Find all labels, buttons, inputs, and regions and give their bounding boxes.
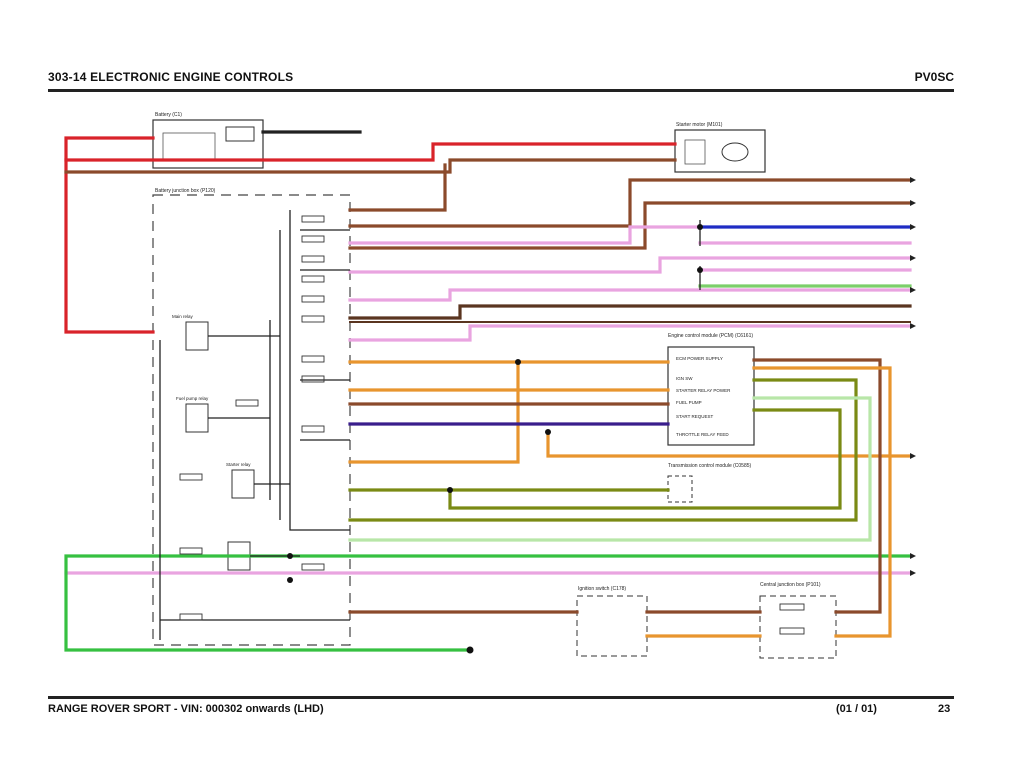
starter-motor-label: Starter motor (M101) [676,122,723,128]
starter-relay-box [231,469,255,499]
wire-pink-6 [348,324,912,342]
wire-pink-5 [348,288,912,302]
wire-black-1 [289,210,350,531]
main-relay-box [185,321,209,351]
battery-label: Battery (C1) [155,112,182,118]
wire-darkbrown-1 [348,304,912,320]
fuel-pump-relay-label: Fuel pump relay [176,396,209,401]
wire-olive-3 [348,378,858,522]
arrow-5 [910,287,916,293]
arrow-1 [910,177,916,183]
battery-box [152,119,264,169]
junction-dot-7 [287,577,293,583]
bjb-label: Battery junction box (P120) [155,188,216,194]
fuse-9 [301,425,325,433]
wire-brown-starter [64,158,677,174]
fuse-cjb-2 [779,627,805,635]
ignition-switch-label: Ignition switch (C178) [578,586,626,592]
wire-pink-1 [348,225,702,245]
header-rule [48,89,954,92]
battery-fuse-box [162,132,216,162]
tcm-label: Transmission control module (C0585) [668,463,752,469]
fuse-7 [301,355,325,363]
fuse-5 [301,295,325,303]
arrow-3 [910,224,916,230]
page-title: 303-14 ELECTRONIC ENGINE CONTROLS [48,70,294,84]
wire-brown-ecm-return [752,358,882,614]
wire-red-starter [64,142,677,162]
arrow-9 [910,570,916,576]
ecm-label: Engine control module (PCM) (C6161) [668,333,753,339]
wire-brown-bjb [348,163,447,212]
junction-dot-5 [697,267,703,273]
ecm-pin-6: THROTTLE RELAY FEED [676,432,729,437]
wire-orange-ecm-return [752,366,892,638]
junction-dot-6 [287,553,293,559]
footer-model: RANGE ROVER SPORT - VIN: 000302 onwards … [48,703,324,715]
ground-dot [466,646,474,654]
fuse-3 [301,255,325,263]
fuse-14 [235,399,259,407]
wire-lightgreen-ecm [348,396,872,542]
main-relay-label: Main relay [172,314,194,319]
wire-brown-1 [348,178,912,228]
fuse-4 [301,275,325,283]
ecm-pin-5: START REQUEST [676,414,714,419]
starter-solenoid [684,139,706,165]
starter-motor-box [674,129,766,173]
wire-orange-4 [546,430,912,458]
ecm-pin-3: STARTER RELAY POWER [676,388,731,393]
fuse-1 [301,215,325,223]
fuse-6 [301,315,325,323]
junction-dot-1 [515,359,521,365]
ecm-pin-2: IGN SW [676,376,693,381]
cjb-label: Central junction box (P101) [760,582,821,588]
wire-pink-3 [348,256,912,274]
ignition-switch-box [576,595,648,657]
fuse-8 [301,375,325,383]
arrow-8 [910,553,916,559]
arrow-4 [910,255,916,261]
fuse-12 [179,547,203,555]
junction-dot-4 [697,224,703,230]
central-junction-box-outline [759,595,837,659]
wire-olive-2 [448,408,842,510]
ecm-box [667,346,755,446]
starter-relay-label: Starter relay [226,462,251,467]
fuse-11 [179,473,203,481]
wire-orange-3 [348,360,520,464]
footer-sheet: (01 / 01) [836,703,877,715]
arrow-2 [910,200,916,206]
battery-junction-box-outline [152,194,351,646]
junction-dot-2 [545,429,551,435]
wire-green-ground [64,554,912,652]
footer-rule [48,696,954,699]
fuse-13 [179,613,203,621]
fuse-2 [301,235,325,243]
document-code: PV0SC [914,70,954,84]
fuse-cjb-1 [779,603,805,611]
ecm-pin-4: FUEL PUMP [676,400,702,405]
fuse-10 [301,563,325,571]
arrow-7 [910,453,916,459]
ecm-pin-1: ECM POWER SUPPLY [676,356,723,361]
arrow-6 [910,323,916,329]
starter-motor-symbol [721,142,749,162]
footer-page-number: 23 [938,703,951,715]
battery-symbol [225,126,255,142]
tcm-box [667,475,693,503]
wire-red-battery-feed [64,136,155,334]
fuel-pump-relay-box [185,403,209,433]
junction-dot-3 [447,487,453,493]
